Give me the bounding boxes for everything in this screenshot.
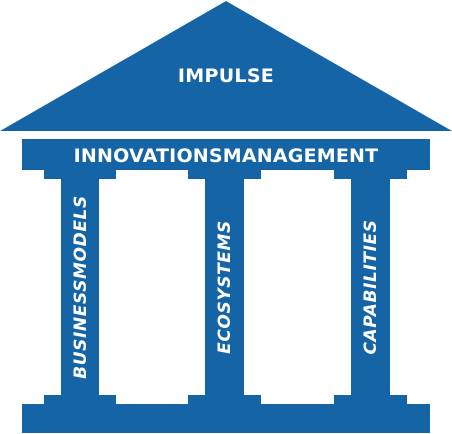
capital-left (44, 170, 116, 179)
beam: INNOVATIONSMANAGEMENT (22, 139, 430, 170)
foundation (22, 404, 430, 433)
capital-right (334, 170, 407, 179)
capital-center (188, 170, 261, 179)
plinth-left (44, 395, 116, 404)
pillar-label-ecosystems: ECOSYSTEMS (215, 220, 235, 354)
capitals (44, 170, 407, 179)
pillars (61, 179, 390, 395)
pillar-labels: BUSINESSMODELS ECOSYSTEMS CAPABILITIES (71, 195, 381, 379)
roof-shape (0, 1, 452, 131)
roof-label: IMPULSE (178, 65, 274, 87)
beam-label: INNOVATIONSMANAGEMENT (74, 145, 379, 167)
plinths (44, 395, 407, 404)
beam-shape (22, 139, 430, 170)
pillar-right (351, 179, 390, 395)
pillar-center (205, 179, 244, 395)
pillar-label-capabilities: CAPABILITIES (361, 219, 381, 354)
plinth-right (334, 395, 407, 404)
plinth-center (188, 395, 261, 404)
roof: IMPULSE (0, 1, 452, 131)
pillar-left (61, 179, 99, 395)
pillar-label-businessmodels: BUSINESSMODELS (71, 195, 91, 379)
